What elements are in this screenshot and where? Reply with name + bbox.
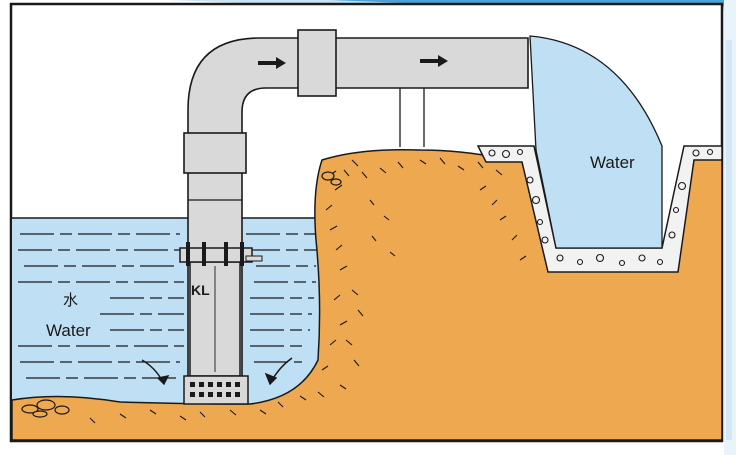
water-label-right: Water — [590, 154, 635, 171]
water-label-chinese: 水 — [63, 293, 78, 308]
pipe-coupling-vertical — [184, 133, 246, 173]
water-label-left: Water — [46, 322, 91, 339]
pump-intake-strainer — [184, 376, 248, 404]
pump-model-label: KL — [191, 283, 210, 297]
side-strip — [724, 0, 736, 455]
pipe-coupling-horizontal — [298, 30, 336, 96]
left-water-body — [12, 218, 332, 408]
